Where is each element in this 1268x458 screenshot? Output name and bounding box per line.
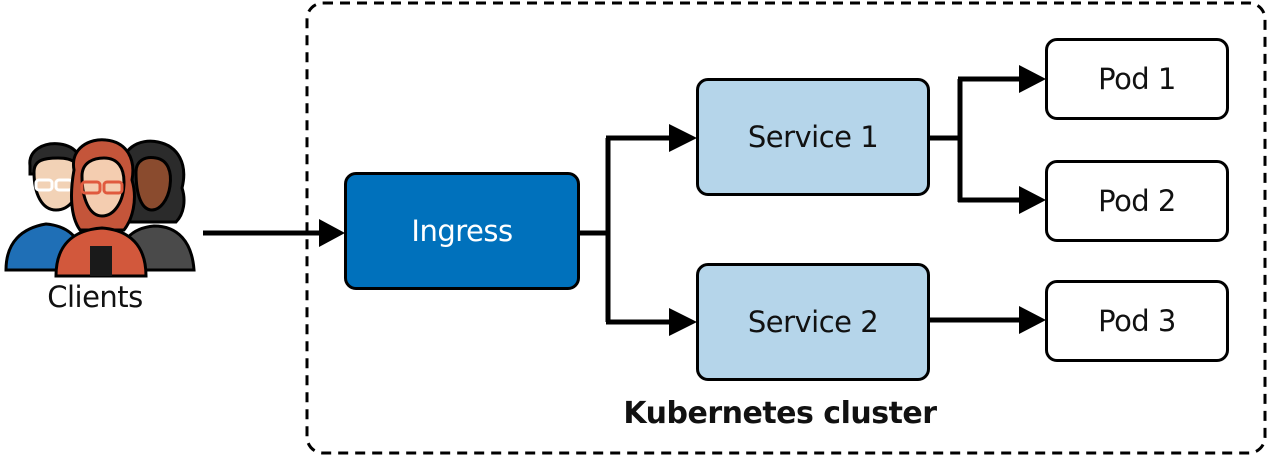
- pod-3-node[interactable]: Pod 3: [1045, 280, 1229, 362]
- service-2-node[interactable]: Service 2: [696, 263, 930, 381]
- clients-label: Clients: [47, 280, 143, 314]
- pod-2-node[interactable]: Pod 2: [1045, 160, 1229, 242]
- ingress-node[interactable]: Ingress: [344, 172, 580, 290]
- pod-2-label: Pod 2: [1098, 184, 1176, 218]
- arrow-ingress-to-services: [580, 124, 697, 336]
- service-1-node[interactable]: Service 1: [696, 78, 930, 196]
- ingress-label: Ingress: [411, 214, 513, 248]
- arrow-service1-to-pods: [930, 65, 1046, 214]
- service-2-label: Service 2: [747, 305, 879, 339]
- arrow-clients-to-ingress: [203, 219, 345, 247]
- cluster-label: Kubernetes cluster: [623, 396, 937, 431]
- pod-1-label: Pod 1: [1098, 62, 1176, 96]
- pod-1-node[interactable]: Pod 1: [1045, 38, 1229, 120]
- people-group-icon: [4, 138, 196, 278]
- arrow-service2-to-pod3: [930, 306, 1046, 334]
- service-1-label: Service 1: [747, 120, 879, 154]
- cluster-boundary: [305, 1, 1267, 455]
- pod-3-label: Pod 3: [1098, 304, 1176, 338]
